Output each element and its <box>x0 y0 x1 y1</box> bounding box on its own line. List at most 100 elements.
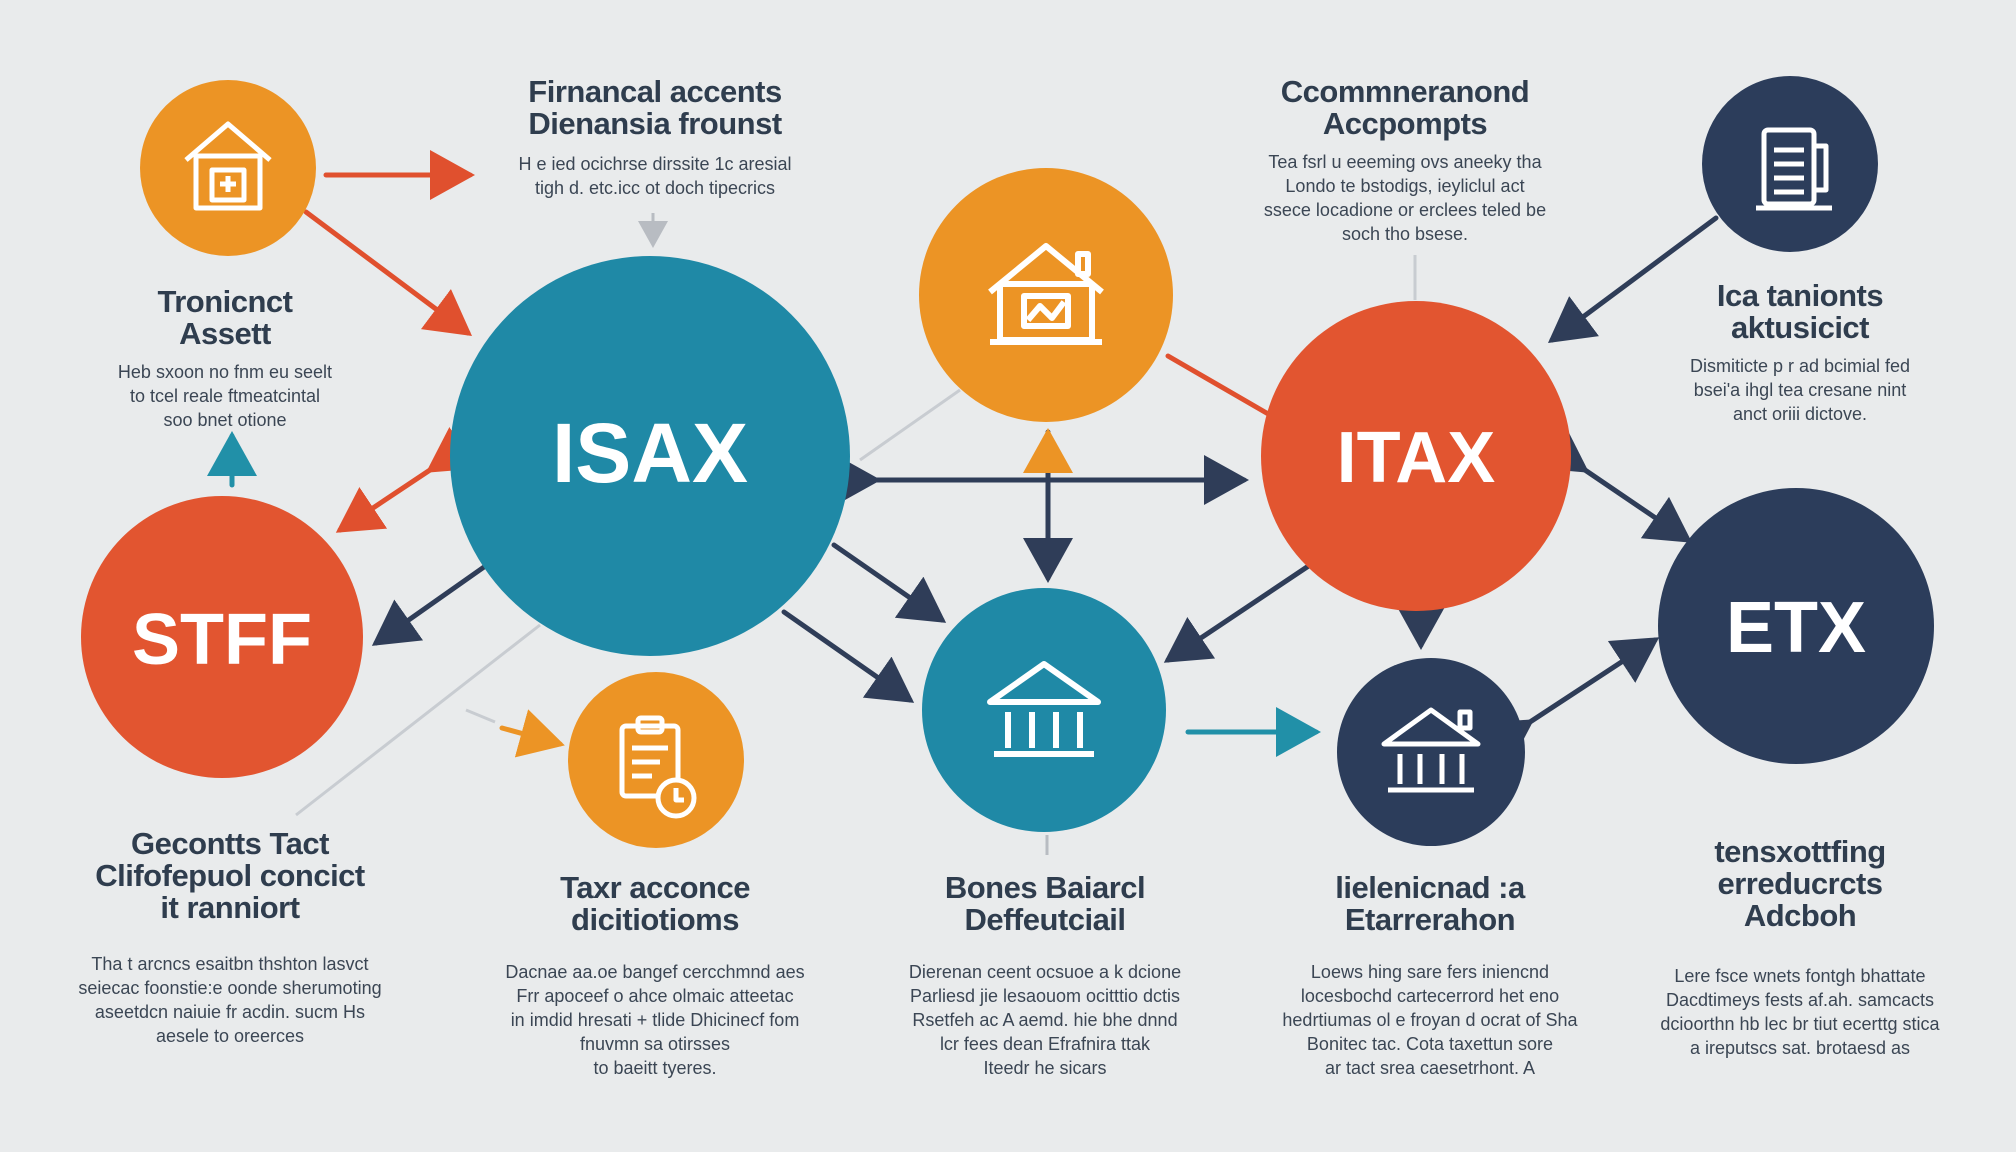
desc-line: a ireputscs sat. brotaesd as <box>1689 1038 1911 1058</box>
label-description: Tha t arcncs esaitbn thshton lasvct seie… <box>50 952 410 1048</box>
desc-line: to baeitt tyeres. <box>593 1058 717 1078</box>
arrow <box>831 542 947 623</box>
desc-line: Heb sxoon no fnm eu seelt <box>117 362 333 382</box>
desc-line: tigh d. etc.icc ot doch tipecrics <box>534 178 776 198</box>
label-title: lielenicnad :a Etarrerahon <box>1255 872 1605 936</box>
node-label: ETX <box>1726 588 1866 668</box>
icon-circle <box>1337 658 1525 846</box>
desc-line: ssece locadione or erclees teled be <box>1263 200 1547 220</box>
title-line: Tronicnct <box>157 284 293 319</box>
bank-icon <box>987 661 1101 757</box>
desc-line: dcioorthn hb lec br tiut ecerttg stica <box>1660 1014 1940 1034</box>
label-description: Dierenan ceent ocsuoe a k dcione Parlies… <box>870 960 1220 1080</box>
desc-line: Dacdtimeys fests af.ah. samcacts <box>1665 990 1935 1010</box>
icon-node-bottom-left <box>568 672 744 848</box>
document-icon <box>1756 127 1832 211</box>
connector-line <box>295 623 541 817</box>
title-line: Etarrerahon <box>1344 902 1516 937</box>
node-label: ITAX <box>1337 418 1496 498</box>
label-left-mid: Tronicnct Assett Heb sxoon no fnm eu see… <box>80 286 370 432</box>
node-isax: ISAX <box>450 256 850 656</box>
desc-line: Dierenan ceent ocsuoe a k dcione <box>908 962 1182 982</box>
desc-line: Frr apoceef o ahce olmaic atteetac <box>516 986 794 1006</box>
desc-line: Lere fsce wnets fontgh bhattate <box>1674 966 1926 986</box>
desc-line: Londo te bstodigs, ieyliclul act <box>1285 176 1525 196</box>
arrow <box>1482 637 1660 765</box>
desc-line: aseetdcn naiuie fr acdin. sucm Hs <box>94 1002 366 1022</box>
icon-node-top-right <box>1702 76 1878 252</box>
desc-line: Tea fsrl u eeeming ovs aneeky tha <box>1268 152 1542 172</box>
label-title: Tronicnct Assett <box>80 286 370 350</box>
desc-line: locesbochd cartecerrord het eno <box>1300 986 1560 1006</box>
desc-line: aesele to oreerces <box>155 1026 305 1046</box>
label-title: tensxottfing erreducrcts Adcboh <box>1630 836 1970 932</box>
arrow <box>1537 426 1693 543</box>
label-bottom-5: tensxottfing erreducrcts Adcboh Lere fsc… <box>1630 836 1970 1060</box>
node-circle <box>81 496 363 778</box>
label-bottom-1: Gecontts Tact Clifofepuol concict it ran… <box>50 828 410 1048</box>
desc-line: seiecac foonstie:e oonde sherumoting <box>78 978 382 998</box>
icon-node-top-center <box>919 168 1173 422</box>
desc-line: to tcel reale ftmeatcintal <box>129 386 321 406</box>
title-line: Bones Baiarcl <box>944 870 1146 905</box>
icon-node-bottom-right <box>1337 658 1525 846</box>
arrow <box>371 564 487 646</box>
title-line: Taxr acconce <box>560 870 750 905</box>
title-line: aktusicict <box>1730 310 1870 345</box>
label-description: Lere fsce wnets fontgh bhattate Dacdtime… <box>1630 964 1970 1060</box>
label-bottom-4: lielenicnad :a Etarrerahon Loews hing sa… <box>1255 872 1605 1080</box>
label-title: Firnancal accents Dienansia frounst <box>445 76 865 140</box>
title-line: Dienansia frounst <box>528 106 782 141</box>
node-circle <box>450 256 850 656</box>
desc-line: H e ied ocichrse dirssite 1c aresial <box>518 154 792 174</box>
label-title: Ica tanionts aktusicict <box>1650 280 1950 344</box>
arrow <box>335 427 478 533</box>
title-line: Clifofepuol concict <box>95 858 365 893</box>
title-line: Deffeutciail <box>964 902 1126 937</box>
desc-line: hedrtiumas ol e froyan d ocrat of Sha <box>1282 1010 1578 1030</box>
title-line: tensxottfing <box>1714 834 1886 869</box>
label-right-mid: Ica tanionts aktusicict Dismiticte p r a… <box>1650 280 1950 426</box>
icon-circle <box>922 588 1166 832</box>
desc-line: Parliesd jie lesaouom ocitttio dctis <box>909 986 1181 1006</box>
desc-line: in imdid hresati + tlide Dhicinecf fom <box>510 1010 800 1030</box>
title-line: Assett <box>179 316 271 351</box>
label-description: H e ied ocichrse dirssite 1c aresial tig… <box>445 152 865 200</box>
desc-line: Tha t arcncs esaitbn thshton lasvct <box>91 954 369 974</box>
desc-line: ar tact srea caesetrhont. A <box>1324 1058 1536 1078</box>
arrow <box>499 709 565 758</box>
label-top-right: Ccommneranond Accpompts Tea fsrl u eeemi… <box>1220 76 1590 246</box>
arrow <box>1163 562 1313 663</box>
desc-line: soo bnet otione <box>163 410 287 430</box>
bank-icon <box>1381 707 1481 793</box>
desc-line: soch tho bsese. <box>1341 224 1469 244</box>
title-line: lielenicnad :a <box>1335 870 1525 905</box>
desc-line: Dismiticte p r ad bcimial fed <box>1689 356 1911 376</box>
title-line: erreducrcts <box>1717 866 1883 901</box>
node-label: STFF <box>132 600 312 680</box>
icon-node-top-left <box>140 80 316 256</box>
label-title: Gecontts Tact Clifofepuol concict it ran… <box>50 828 410 924</box>
title-line: Accpompts <box>1322 106 1488 141</box>
title-line: Gecontts Tact <box>131 826 329 861</box>
house-icon <box>184 121 272 211</box>
label-description: Dismiticte p r ad bcimial fed bsei'a ihg… <box>1650 354 1950 426</box>
house-icon <box>988 243 1104 345</box>
background-connectors <box>295 213 1417 855</box>
clipboard-clock-icon <box>619 715 697 819</box>
desc-line: fnuvmn sa otirsses <box>579 1034 731 1054</box>
title-line: dicitiotioms <box>571 902 739 937</box>
desc-line: Bonitec tac. Cota taxettun sore <box>1306 1034 1554 1054</box>
connector-line <box>465 708 496 724</box>
icon-node-bottom-center <box>922 588 1166 832</box>
arrow <box>1547 215 1719 343</box>
desc-line: anct oriii dictove. <box>1732 404 1868 424</box>
node-itax: ITAX <box>1261 301 1571 611</box>
label-bottom-2: Taxr acconce dicitiotioms Dacnae aa.oe b… <box>470 872 840 1080</box>
arrow <box>1165 353 1273 418</box>
label-title: Bones Baiarcl Deffeutciail <box>870 872 1220 936</box>
desc-line: Iteedr he sicars <box>983 1058 1107 1078</box>
desc-line: bsei'a ihgl tea cresane nint <box>1693 380 1907 400</box>
desc-line: Dacnae aa.oe bangef cercchmnd aes <box>505 962 805 982</box>
